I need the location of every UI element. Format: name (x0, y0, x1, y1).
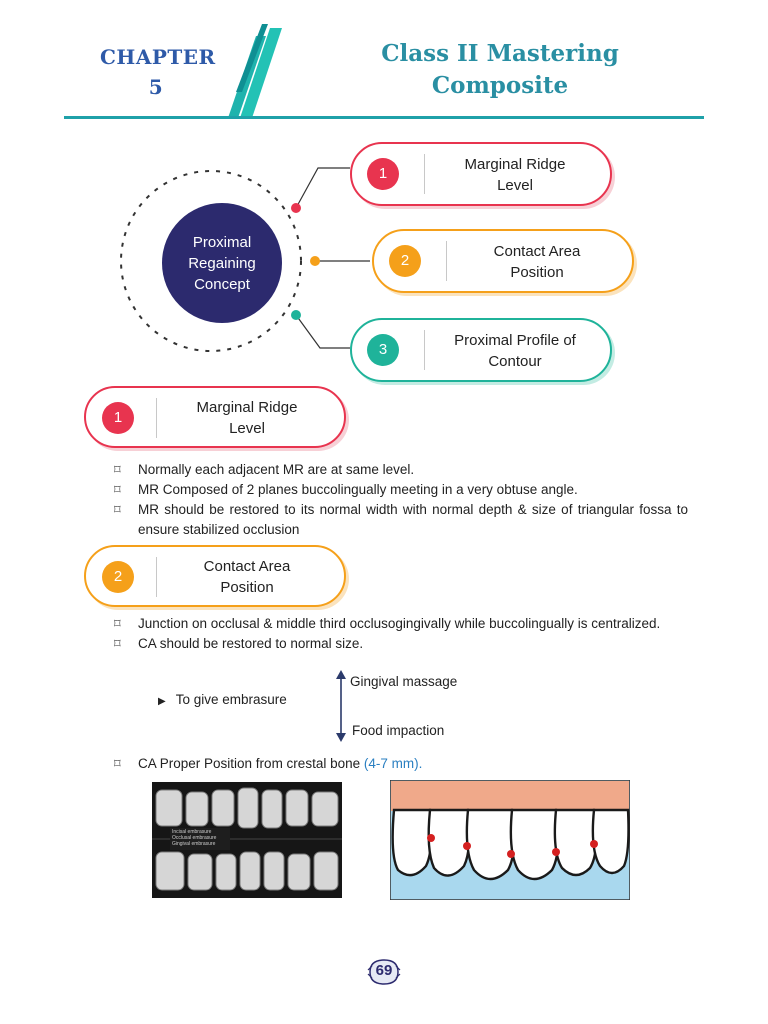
list-item: ⌑Junction on occlusal & middle third occ… (114, 614, 688, 634)
double-arrow-icon (336, 670, 346, 742)
contact-point-3 (507, 850, 515, 858)
concept-center-circle: Proximal Regaining Concept (162, 203, 282, 323)
connector-dot-3 (291, 310, 301, 320)
chapter-heading: CHAPTER 5 (100, 42, 216, 102)
section-2-last-bullet: ⌑CA Proper Position from crestal bone (4… (114, 754, 688, 774)
section-1-bullets: ⌑Normally each adjacent MR are at same l… (114, 460, 688, 540)
list-item: ⌑MR should be restored to its normal wid… (114, 502, 688, 537)
contact-point-4 (552, 848, 560, 856)
gingival-massage-label: Gingival massage (350, 674, 458, 689)
contact-point-2 (463, 842, 471, 850)
bullet-icon: ⌑ (114, 616, 121, 631)
crestal-distance: (4-7 mm). (363, 756, 423, 771)
center-line-2: Regaining (188, 254, 256, 272)
chapter-slash-graphic (228, 24, 282, 118)
bullet-icon: ⌑ (114, 502, 121, 517)
center-line-1: Proximal (192, 233, 252, 251)
food-impaction-label: Food impaction (352, 723, 445, 738)
bullet-icon: ⌑ (114, 636, 121, 651)
embrasure-item: ▶ To give embrasure (158, 692, 287, 707)
bullet-icon: ⌑ (114, 482, 121, 497)
list-item: ⌑MR Composed of 2 planes buccolingually … (114, 480, 688, 500)
section-1-number: 1 (102, 402, 134, 434)
list-item: ⌑Normally each adjacent MR are at same l… (114, 460, 688, 480)
embrasure-xray-image (152, 782, 342, 898)
center-line-3: Concept (194, 275, 250, 293)
concept-item-2-number: 2 (389, 245, 421, 277)
section-2-bullets: ⌑Junction on occlusal & middle third occ… (114, 614, 688, 654)
concept-item-1-number: 1 (367, 158, 399, 190)
list-item: ⌑CA should be restored to normal size. (114, 634, 688, 654)
connector-dot-2 (310, 256, 320, 266)
contact-area-illustration (390, 780, 630, 900)
concept-item-3-number: 3 (367, 334, 399, 366)
chapter-label: CHAPTER (100, 45, 216, 69)
bullet-icon: ⌑ (114, 462, 121, 477)
connector-dot-1 (291, 203, 301, 213)
bullet-icon: ⌑ (114, 756, 121, 771)
title-line-2: Composite (431, 72, 569, 99)
embrasure-label: To give embrasure (175, 692, 287, 707)
contact-point-1 (427, 834, 435, 842)
header-divider (64, 116, 704, 119)
chapter-number: 5 (148, 75, 164, 99)
page-number-badge (367, 959, 401, 985)
list-item: ⌑CA Proper Position from crestal bone (4… (114, 754, 688, 774)
contact-point-5 (590, 840, 598, 848)
concept-connectors (120, 167, 370, 352)
title-line-1: Class II Mastering (381, 40, 619, 67)
xray-legend: Incisal embrasure Occlusal embrasure Gin… (172, 829, 217, 847)
triangle-bullet-icon: ▶ (158, 696, 166, 707)
page-number: 69 (375, 962, 393, 979)
section-2-number: 2 (102, 561, 134, 593)
chapter-title: Class II Mastering Composite (350, 38, 650, 102)
